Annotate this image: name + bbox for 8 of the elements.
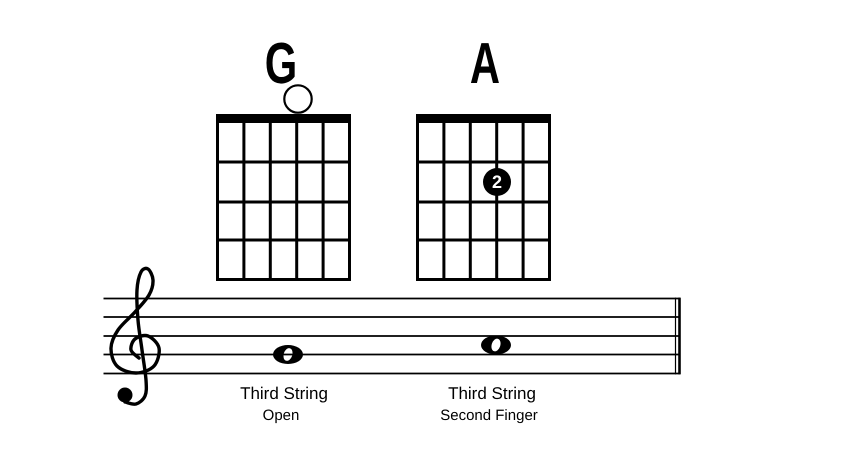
string-label: Third String [240,385,328,402]
open-circle-icon [283,84,313,114]
chord-name: A [470,41,500,88]
finger-marker: 2 [483,168,511,196]
fingering-label: Second Finger [440,408,538,423]
fingering-label: Open [262,408,300,423]
string-label: Third String [448,385,536,402]
chord-name: G [264,41,298,88]
